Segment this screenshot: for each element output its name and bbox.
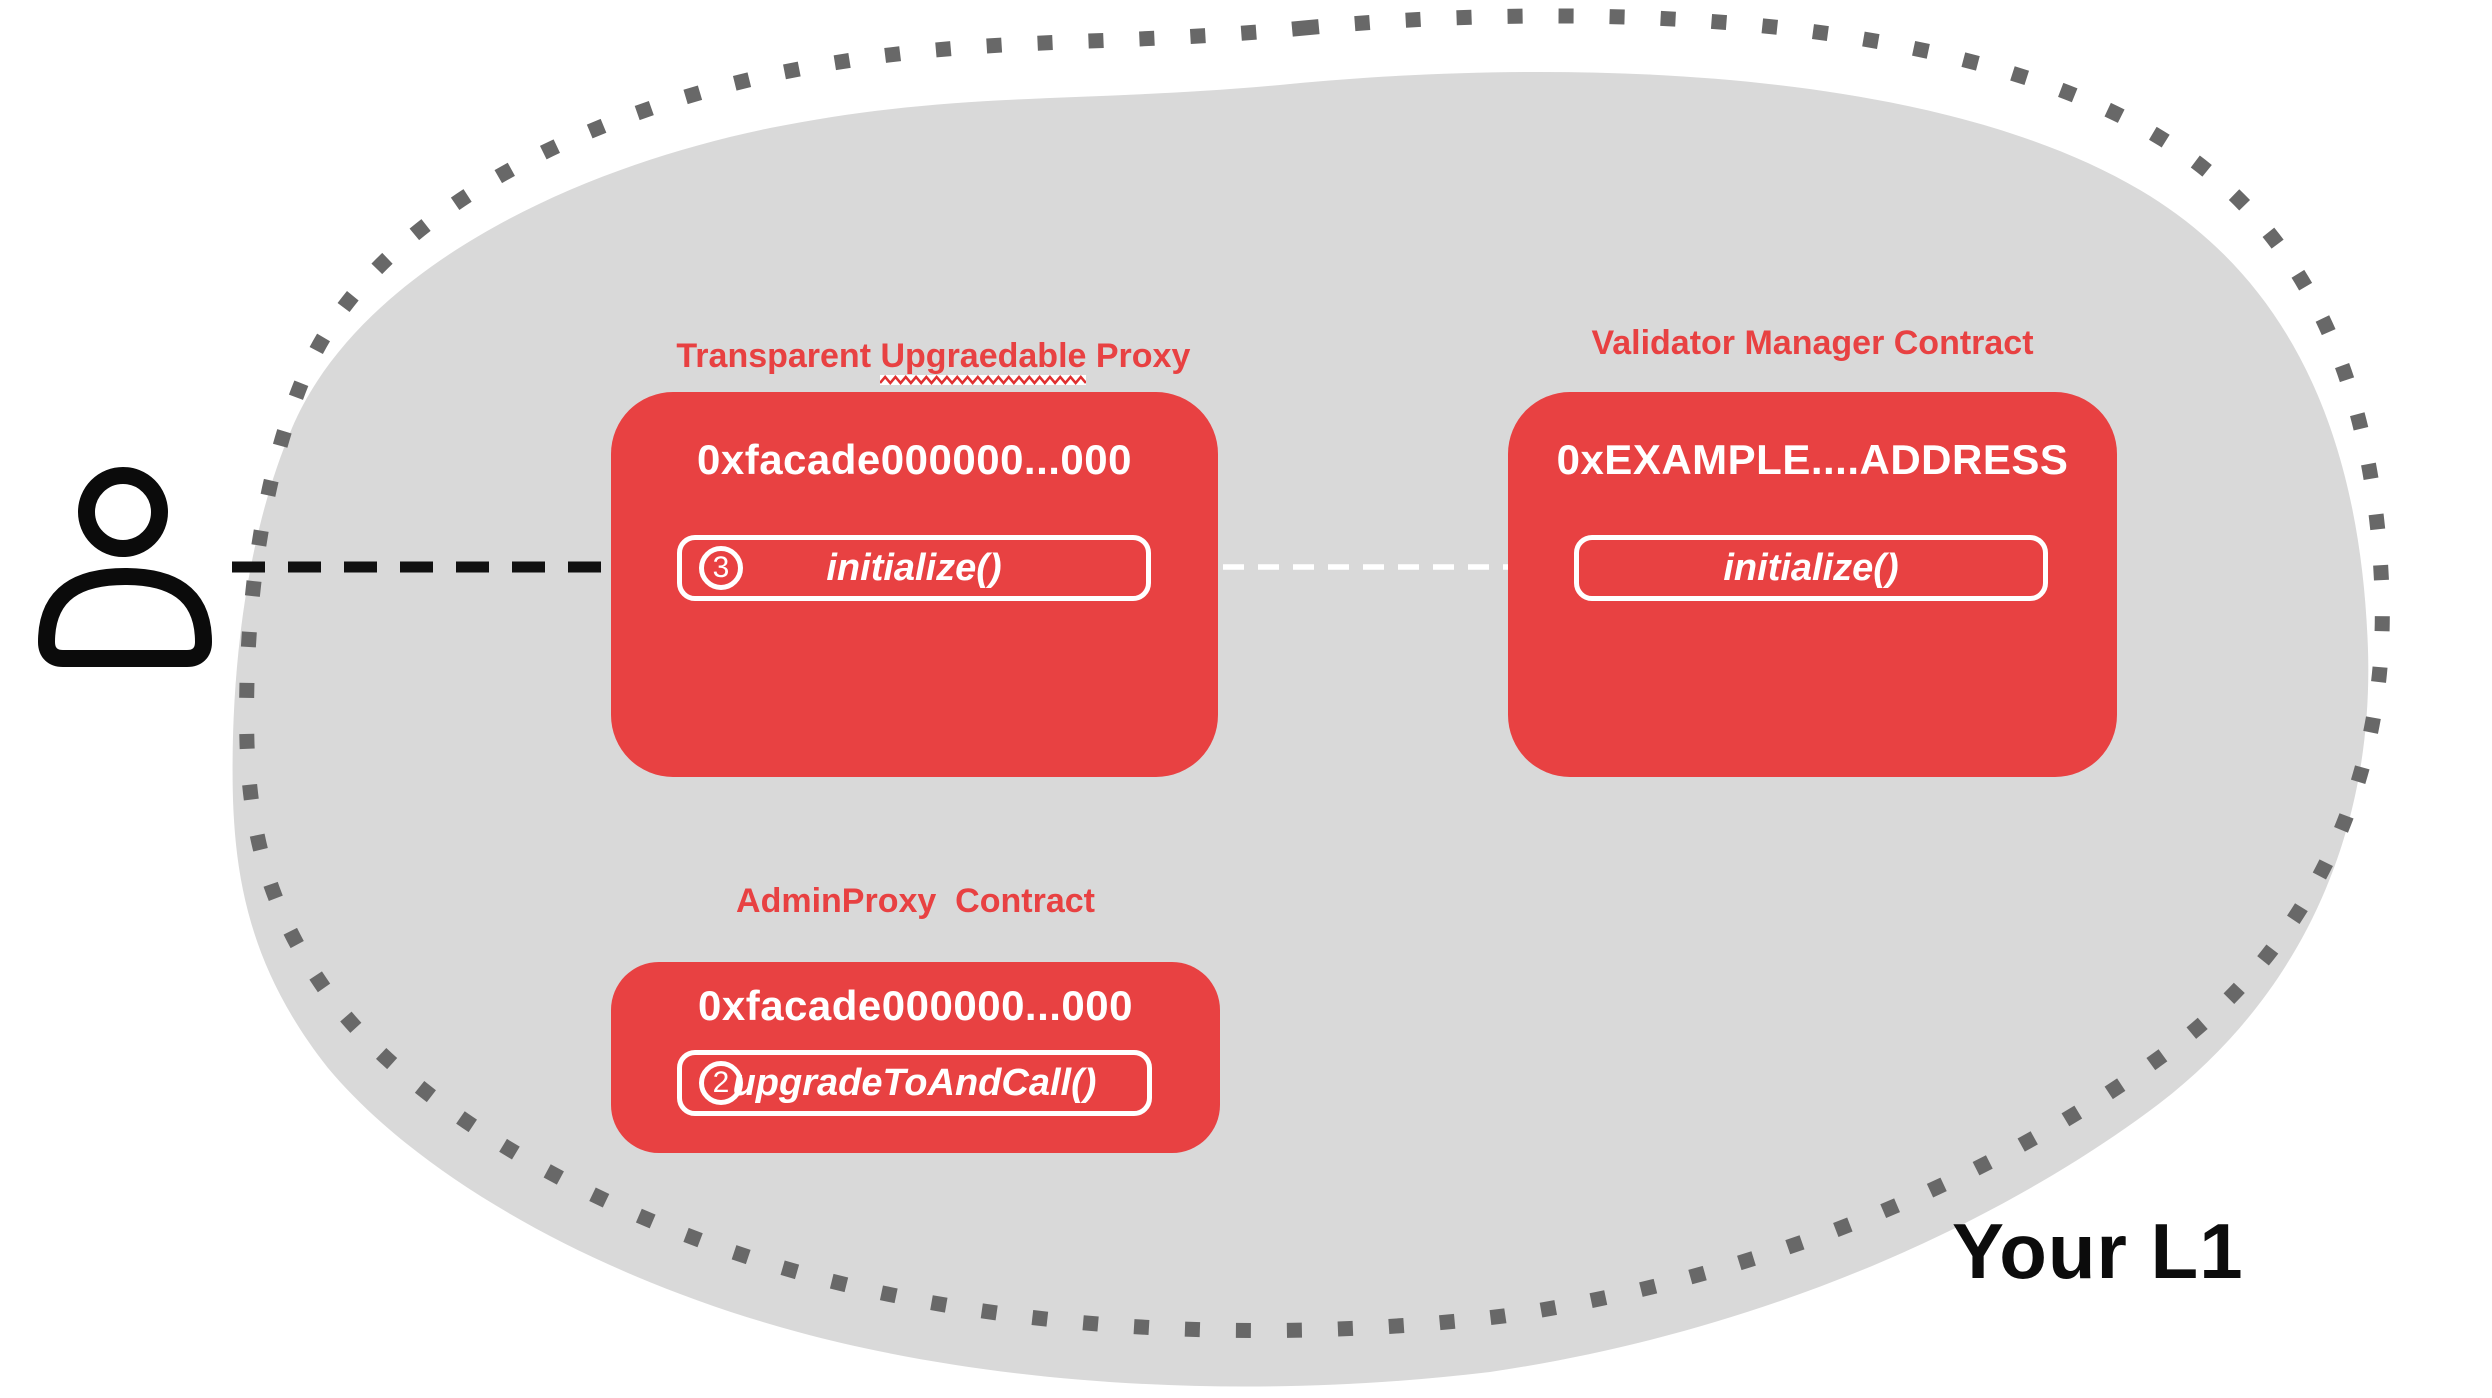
user-icon [38, 467, 212, 667]
proxy-contract-box: 0xfacade000000...000 3 initialize() [611, 392, 1218, 777]
spellcheck-squiggle [880, 375, 1087, 385]
validator-manager-box: 0xEXAMPLE....ADDRESS initialize() [1508, 392, 2117, 777]
admin-proxy-title: AdminProxy Contract [736, 882, 1095, 920]
admin-proxy-box: 0xfacade000000...000 2 upgradeToAndCall(… [611, 962, 1220, 1153]
validator-initialize-button[interactable]: initialize() [1574, 535, 2048, 601]
proxy-contract-address: 0xfacade000000...000 [696, 436, 1133, 483]
upgrade-to-and-call-button[interactable]: 2 upgradeToAndCall() [677, 1050, 1152, 1116]
validator-initialize-label: initialize() [1723, 546, 1899, 589]
step-2-badge: 2 [699, 1061, 743, 1105]
your-l1-label: Your L1 [1952, 1207, 2244, 1295]
misspelled-word: Upgraedable [880, 335, 1087, 385]
upgrade-to-and-call-label: upgradeToAndCall() [732, 1061, 1097, 1104]
validator-manager-title: Validator Manager Contract [1591, 324, 2034, 362]
proxy-initialize-label: initialize() [826, 546, 1002, 589]
admin-proxy-address: 0xfacade000000...000 [697, 982, 1134, 1029]
validator-manager-address: 0xEXAMPLE....ADDRESS [1556, 436, 2069, 483]
proxy-title-line1: Transparent Upgraedable Proxy [676, 335, 1190, 385]
step-3-badge: 3 [699, 546, 743, 590]
l1-blob-dotted-border [239, 8, 2390, 1339]
proxy-initialize-button[interactable]: 3 initialize() [677, 535, 1151, 601]
